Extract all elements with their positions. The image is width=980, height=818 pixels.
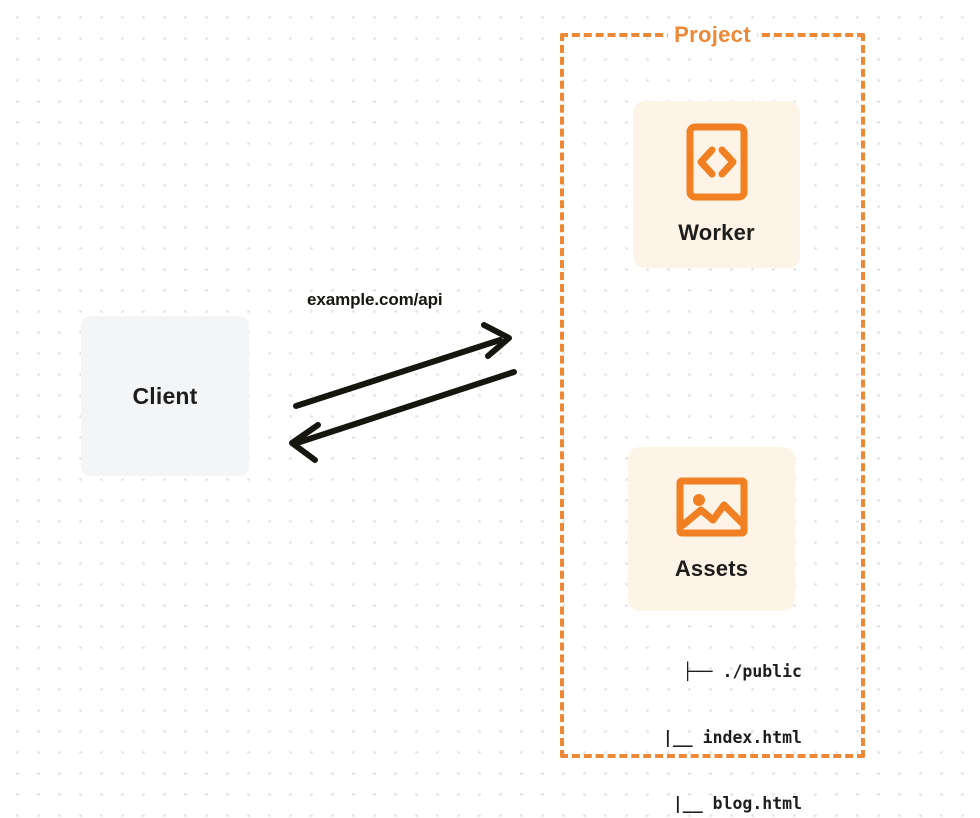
- project-title: Project: [667, 22, 758, 48]
- file-tree-row: ├── ./public: [682, 662, 802, 681]
- project-container: Project: [560, 22, 865, 758]
- image-icon: [676, 477, 748, 542]
- worker-card-label: Worker: [678, 220, 755, 245]
- client-label: Client: [132, 382, 198, 409]
- file-tree-row: |__ index.html: [662, 728, 802, 747]
- worker-card[interactable]: Worker: [633, 101, 800, 268]
- assets-file-tree: ├── ./public |__ index.html |__ blog.htm…: [606, 617, 802, 818]
- assets-card[interactable]: Assets: [628, 447, 795, 611]
- edge-label: example.com/api: [307, 290, 443, 309]
- code-brackets-icon: [686, 123, 748, 206]
- file-tree-row: |__ blog.html: [672, 794, 802, 813]
- request-arrow: [293, 322, 512, 409]
- response-arrow: [289, 369, 517, 463]
- client-node: Client: [81, 316, 249, 476]
- assets-card-label: Assets: [674, 555, 749, 581]
